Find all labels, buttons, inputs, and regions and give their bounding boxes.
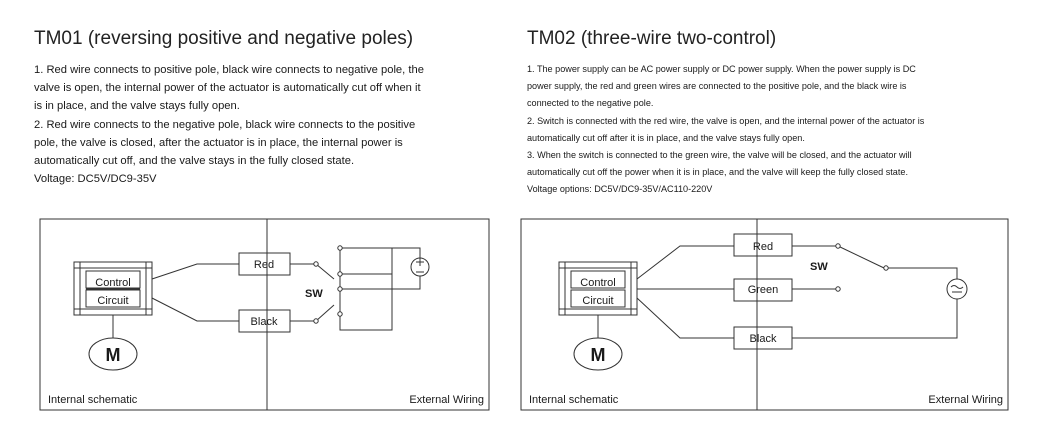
tm01-switch-blade-top (315, 263, 335, 280)
tm02-green-box (733, 278, 793, 302)
tm02-voltage: Voltage options: DC5V/DC9-35V/AC110-220V (527, 184, 713, 195)
tm01-red-label: Red (254, 259, 274, 271)
tm01-line-5: pole, the valve is closed, after the act… (34, 136, 403, 149)
tm01-line-3: is in place, and the valve stays fully o… (34, 100, 240, 113)
tm02-diagram-frame (520, 218, 1009, 411)
tm02-external-label: External Wiring (928, 394, 1003, 406)
tm01-red-wire (151, 263, 239, 280)
tm02-ac-source-icon (946, 278, 968, 300)
tm02-line-7: automatically cut off the power when it … (527, 167, 908, 178)
tm02-line-4: 2. Switch is connected with the red wire… (527, 115, 925, 126)
tm01-line-4: 2. Red wire connects to the negative pol… (34, 118, 416, 131)
tm02-switch-label: SW (810, 261, 828, 273)
tm01-control-label: Control (95, 277, 130, 289)
tm02-title: TM02 (three-wire two-control) (527, 28, 777, 49)
tm02-control-label: Control (580, 277, 615, 289)
tm01-internal-label: Internal schematic (48, 394, 138, 406)
tm02-black-label: Black (750, 333, 777, 345)
tm02-internal-label: Internal schematic (529, 394, 619, 406)
tm02-red-wire (636, 245, 734, 280)
tm01-line-2: valve is open, the internal power of the… (34, 82, 421, 95)
tm01-motor-icon (88, 337, 138, 371)
tm02-line-5: automatically cut off after it is in pla… (527, 132, 805, 143)
tm02-line-2: power supply, the red and green wires ar… (527, 81, 907, 92)
tm01-title: TM01 (reversing positive and negative po… (34, 28, 414, 49)
tm02-description: 1. The power supply can be AC power supp… (527, 61, 924, 199)
tm01-black-label: Black (251, 316, 278, 328)
tm01-line-6: automatically cut off, and the valve sta… (34, 155, 355, 168)
tm02-actuator (558, 261, 638, 316)
tm02-green-label: Green (748, 284, 779, 296)
tm01-switch-blade-bottom (315, 304, 335, 322)
tm02-black-wire (636, 297, 734, 339)
tm02-red-label: Red (753, 241, 773, 253)
tm02-motor-icon (573, 337, 623, 371)
tm02-circuit-label: Circuit (582, 295, 613, 307)
tm01-motor-label: M (106, 345, 121, 365)
tm01-circuit-label: Circuit (97, 295, 128, 307)
tm01-line-1: 1. Red wire connects to positive pole, b… (34, 64, 424, 76)
tm01-black-wire (151, 297, 239, 322)
tm02-red-box (733, 233, 793, 257)
tm02-line-3: connected to the negative pole. (527, 98, 654, 109)
tm02-line-1: 1. The power supply can be AC power supp… (527, 64, 916, 74)
tm01-voltage: Voltage: DC5V/DC9-35V (34, 173, 157, 186)
tm02-motor-label: M (591, 345, 606, 365)
tm01-diagram-frame (39, 218, 490, 411)
tm01-switch-label: SW (305, 288, 323, 300)
tm01-external-label: External Wiring (409, 394, 484, 406)
tm02-switch-blade (837, 245, 885, 269)
tm02-line-6: 3. When the switch is connected to the g… (527, 150, 912, 161)
tm01-actuator (73, 261, 153, 316)
tm01-description: 1. Red wire connects to positive pole, b… (34, 61, 424, 188)
